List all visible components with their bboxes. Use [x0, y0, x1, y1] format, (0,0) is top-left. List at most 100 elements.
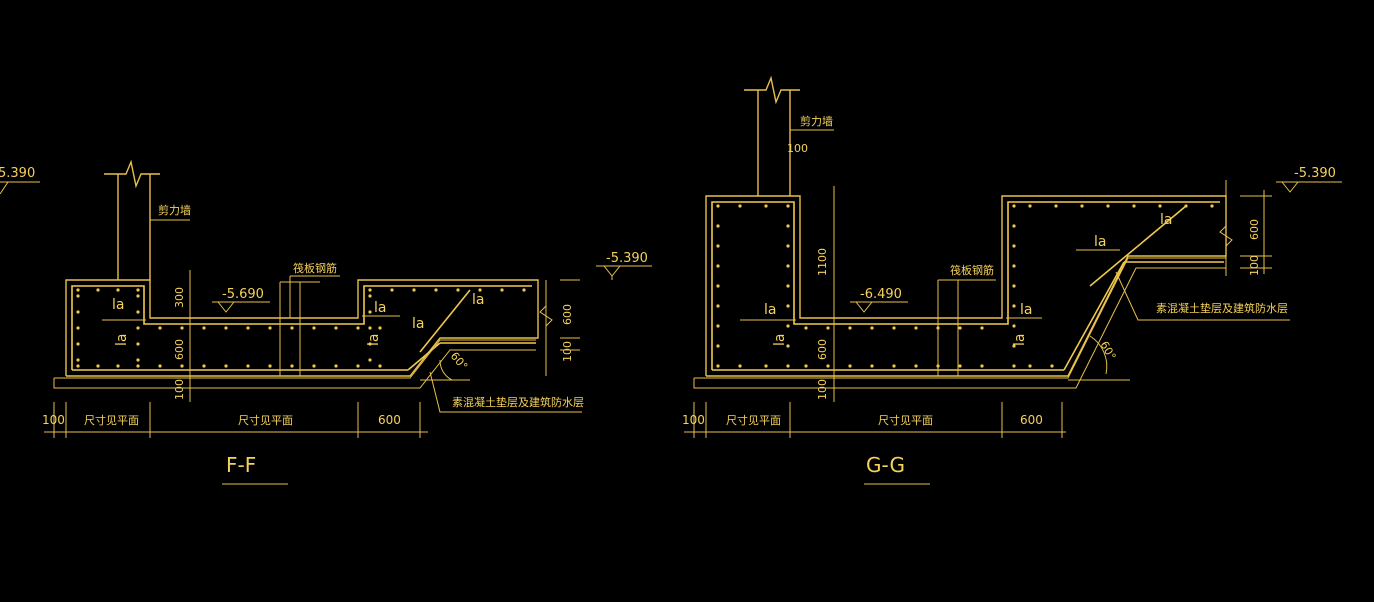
rebar-dot	[786, 204, 790, 208]
rebar-dot	[804, 364, 808, 368]
rebar-dot	[1012, 264, 1016, 268]
section-g-g: 剪力墙 100 1100 600 100	[682, 75, 1342, 485]
rebar-dot	[786, 244, 790, 248]
rebar-dot	[958, 364, 962, 368]
rebar-dot	[290, 364, 294, 368]
rebar-dot	[716, 344, 720, 348]
rebar-dot	[980, 326, 984, 330]
dim-300: 300	[173, 287, 186, 308]
rebar-dot	[412, 288, 416, 292]
rebar-dot	[136, 288, 140, 292]
elevation-top-text: -5.390	[606, 251, 648, 266]
la-label: la	[764, 302, 776, 318]
rebar-dot	[786, 324, 790, 328]
raft-rebar-callout: 筏板钢筋	[937, 263, 996, 376]
bedding-layer	[693, 257, 1226, 389]
rebar-dot	[826, 364, 830, 368]
rebar-dot	[1012, 364, 1016, 368]
rebar-dot	[716, 364, 720, 368]
rebar-dot	[368, 294, 372, 298]
rebar-dot	[356, 364, 360, 368]
rebar-dot	[96, 288, 100, 292]
dim-bottom-plan-2: 尺寸见平面	[238, 413, 293, 427]
rebar-dot	[136, 364, 140, 368]
rebar-dot	[76, 358, 80, 362]
rebar-dot	[1106, 204, 1110, 208]
angle-text: 60°	[1097, 339, 1118, 362]
section-title-text: F-F	[226, 453, 256, 477]
dimensions-vertical: 300 600 100 600 100	[173, 270, 580, 402]
rebar-dot	[870, 364, 874, 368]
rebar-dot	[1012, 244, 1016, 248]
rebar-dot	[1210, 204, 1214, 208]
dim-bottom-600: 600	[1020, 413, 1043, 427]
rebar-dot	[246, 364, 250, 368]
rebar-dot	[892, 326, 896, 330]
waterproof-callout: 素混凝土垫层及建筑防水层	[429, 371, 584, 413]
rebar-dot	[848, 326, 852, 330]
rebar-dot	[136, 310, 140, 314]
raft-outline	[65, 279, 539, 377]
rebar-dot	[786, 344, 790, 348]
rebar-dot	[716, 284, 720, 288]
dim-1100: 1100	[816, 248, 829, 276]
rebar-dot	[1012, 224, 1016, 228]
rebar-dot	[268, 364, 272, 368]
rebar-dot	[368, 358, 372, 362]
rebar-dot	[334, 326, 338, 330]
rebar-dot	[786, 264, 790, 268]
rebar-dot	[378, 364, 382, 368]
rebar-dot	[1012, 304, 1016, 308]
rebar-dot	[786, 304, 790, 308]
anchorage-labels: la la la la la la	[102, 292, 484, 346]
rebar-dots	[76, 288, 526, 368]
rebar-dot	[1028, 364, 1032, 368]
rebar-dot	[268, 326, 272, 330]
rebar-dot	[136, 342, 140, 346]
dim-600-right: 600	[1248, 219, 1261, 240]
rebar-dot	[76, 326, 80, 330]
elevation-pit-text: -5.690	[222, 287, 264, 302]
rebar-dot	[786, 284, 790, 288]
rebar-dot	[1050, 364, 1054, 368]
rebar-dot	[76, 342, 80, 346]
elevation-top: -5.390	[1276, 166, 1342, 193]
section-title: F-F	[222, 453, 288, 485]
waterproof-callout: 素混凝土垫层及建筑防水层	[1115, 271, 1290, 321]
rebar-dot	[716, 304, 720, 308]
waterproof-label: 素混凝土垫层及建筑防水层	[1156, 301, 1288, 315]
rebar-dot	[180, 364, 184, 368]
dim-bottom-plan-1: 尺寸见平面	[726, 413, 781, 427]
rebar-dot	[786, 224, 790, 228]
raft-rebar-label: 筏板钢筋	[950, 263, 994, 277]
rebar-dot	[116, 288, 120, 292]
rebar-dot	[1054, 204, 1058, 208]
rebar-dot	[312, 364, 316, 368]
rebar-dot	[76, 364, 80, 368]
rebar-dot	[958, 326, 962, 330]
rebar-dot	[914, 326, 918, 330]
bedding-layer	[53, 339, 536, 389]
rebar-dot	[334, 364, 338, 368]
la-label: la	[114, 334, 130, 346]
rebar-dot	[764, 364, 768, 368]
raft-rebar-label: 筏板钢筋	[293, 261, 337, 275]
rebar-dot	[1012, 344, 1016, 348]
rebar-dot	[368, 326, 372, 330]
rebar-dot	[224, 326, 228, 330]
rebar-dot	[848, 364, 852, 368]
dim-bottom-plan-2: 尺寸见平面	[878, 413, 933, 427]
dim-100-right: 100	[561, 341, 574, 362]
rebar-dot	[1184, 204, 1188, 208]
rebar-dot	[1012, 204, 1016, 208]
rebar-dot	[786, 364, 790, 368]
la-label: la	[772, 334, 788, 346]
elevation-pit-text: -6.490	[860, 287, 902, 302]
dim-600: 600	[816, 339, 829, 360]
rebar-dot	[478, 288, 482, 292]
rebar-dot	[290, 326, 294, 330]
section-f-f: 5.390 剪力墙	[0, 159, 652, 485]
rebar-dot	[356, 326, 360, 330]
la-label-diagonal: la	[1094, 234, 1106, 250]
